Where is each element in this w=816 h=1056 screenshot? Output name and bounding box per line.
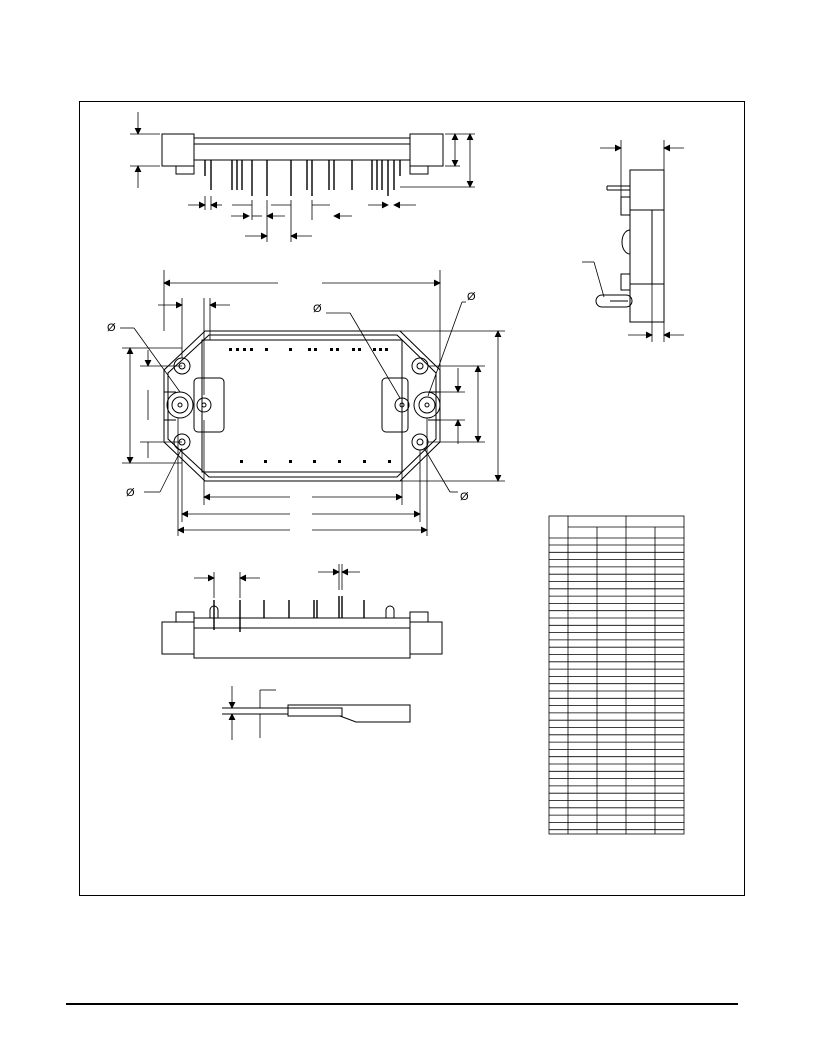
pin-row [204, 160, 401, 196]
left-terminal-block [193, 377, 225, 433]
side-view [582, 140, 684, 342]
terminal-detail [222, 686, 411, 740]
front-elevation-view [130, 112, 475, 242]
drawing-frame [79, 101, 745, 896]
mounting-holes [166, 357, 441, 451]
left-mounting-tab [161, 133, 195, 167]
pin-pitch-dimensions [188, 196, 416, 242]
height-dimension-left [130, 112, 160, 188]
diameter-symbol: Ø [126, 487, 135, 499]
right-mounting-tab [409, 133, 444, 167]
plan-view [120, 270, 505, 536]
rear-body [193, 617, 411, 659]
top-pin-pads [229, 348, 391, 463]
right-terminal-block [381, 377, 409, 433]
diameter-symbol: Ø [467, 291, 476, 303]
rear-pin-row [213, 596, 365, 632]
plan-dimensions [120, 270, 505, 536]
module-body [193, 137, 411, 161]
height-dimension-right [400, 133, 475, 188]
inner-cavity [201, 339, 403, 473]
side-body [629, 169, 665, 323]
diameter-symbol: Ø [107, 322, 116, 334]
rear-elevation-view [161, 564, 443, 659]
diameter-symbol: Ø [460, 491, 469, 503]
side-slot [595, 294, 633, 308]
footer-rule [66, 1003, 738, 1005]
dimension-table [548, 515, 685, 835]
diameter-symbol: Ø [313, 303, 322, 315]
